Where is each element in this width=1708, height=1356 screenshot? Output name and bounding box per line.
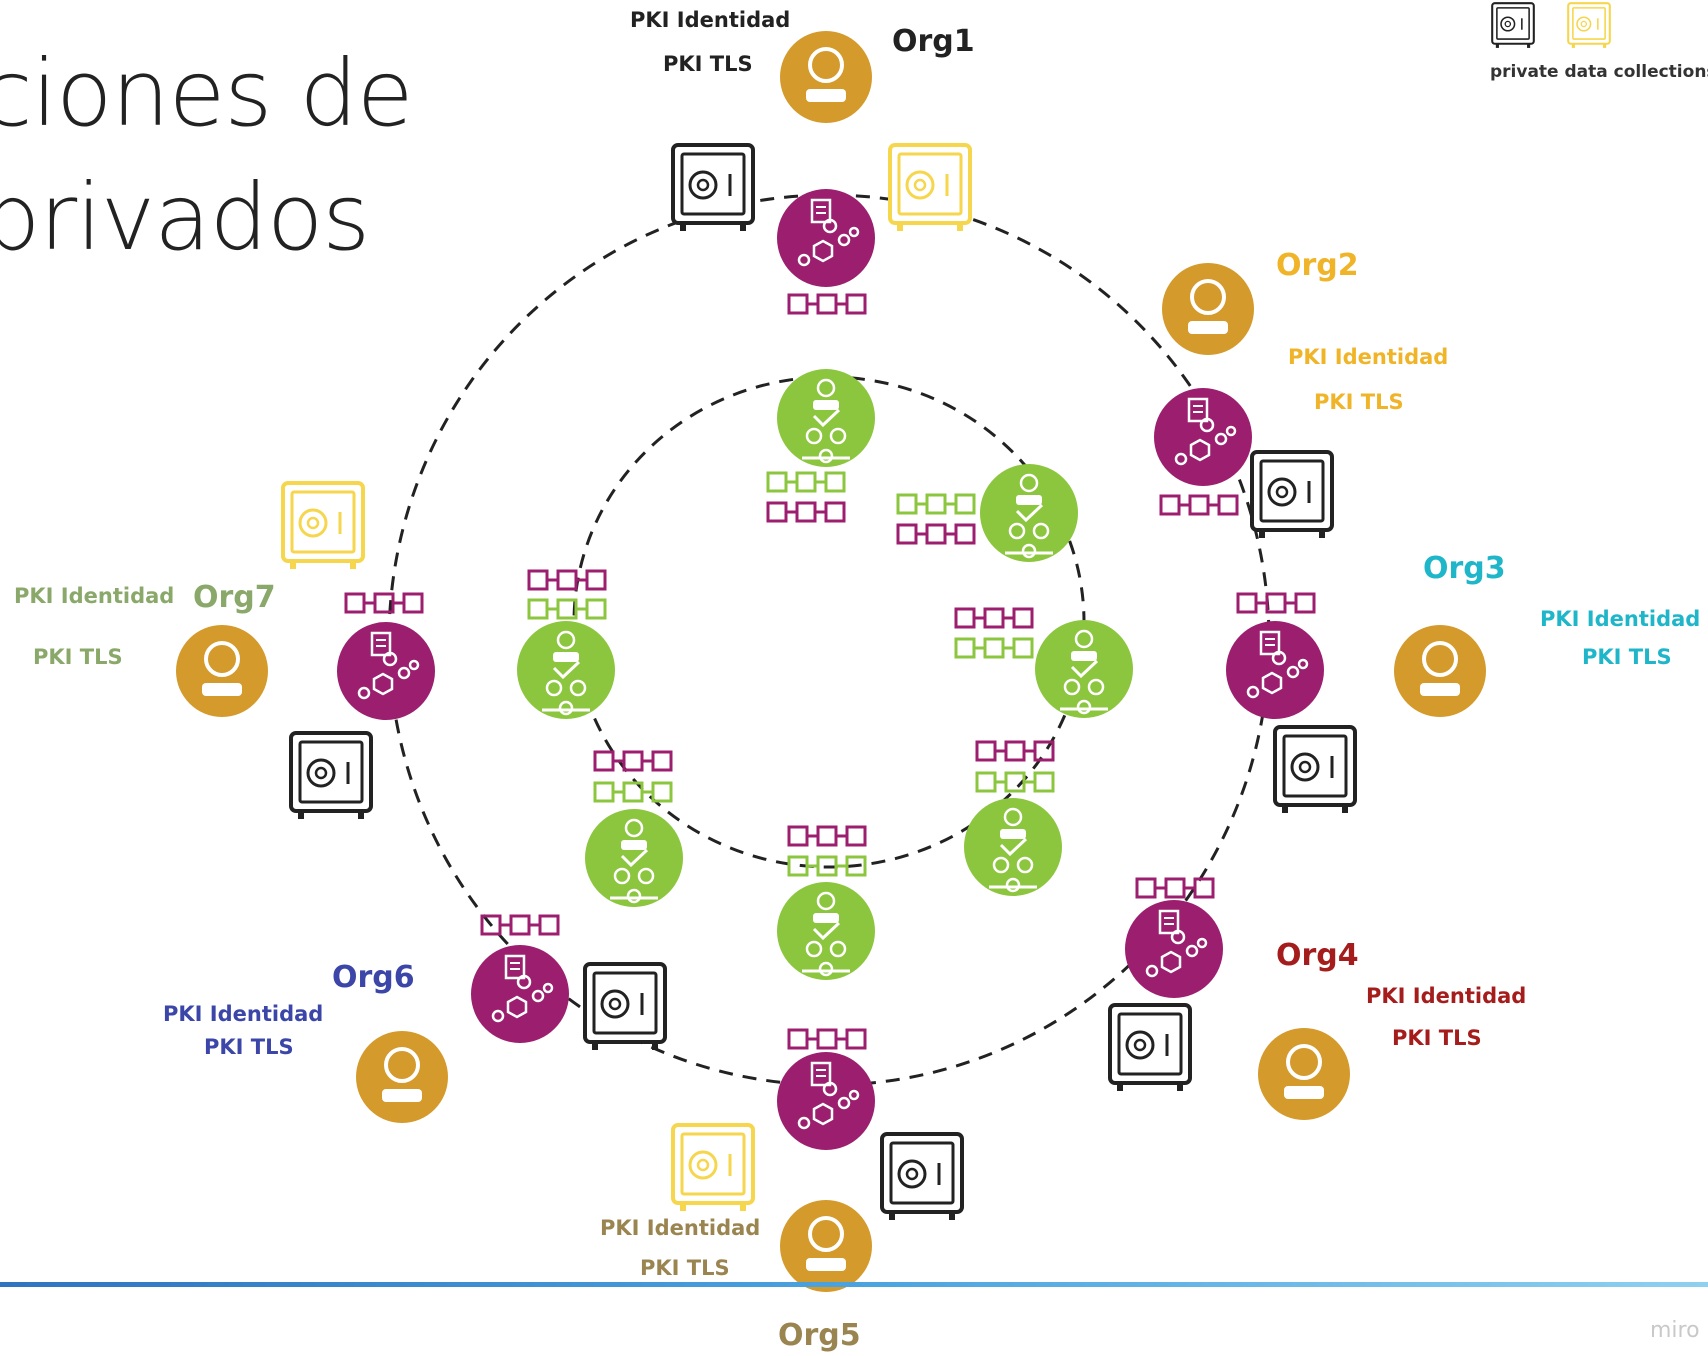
org2-pki-tls: PKI TLS (1314, 390, 1404, 414)
peer-node (775, 1050, 877, 1152)
peer-node (1123, 898, 1225, 1000)
org4-user-icon (1256, 1026, 1352, 1122)
legend-safe-black-icon (1490, 1, 1536, 50)
peer-node (469, 943, 571, 1045)
safe-icon (291, 733, 371, 819)
org2-user-icon (1160, 261, 1256, 357)
org5-pki-tls: PKI TLS (640, 1256, 730, 1280)
org4-pki-tls: PKI TLS (1392, 1026, 1482, 1050)
legend-label: private data collections (1490, 62, 1708, 82)
org6-pki-identity: PKI Identidad (163, 1002, 324, 1026)
safe-icon (283, 483, 363, 569)
org1-pki-identity: PKI Identidad (630, 8, 791, 32)
bottom-accent-bar (0, 1282, 1708, 1287)
org7-name: Org7 (193, 580, 276, 615)
safe-icon (1252, 452, 1332, 538)
org1-name: Org1 (892, 24, 975, 59)
safe-icon (1110, 1005, 1190, 1091)
legend-safe-icons (1490, 1, 1612, 50)
org7-user-icon (174, 623, 270, 719)
org7-pki-identity: PKI Identidad (14, 584, 175, 608)
org6-user-icon (354, 1029, 450, 1125)
org2-pki-identity: PKI Identidad (1288, 345, 1449, 369)
orderer-node (775, 367, 877, 469)
safe-icon (673, 145, 753, 231)
orderer-node (583, 807, 685, 909)
org4-pki-identity: PKI Identidad (1366, 984, 1527, 1008)
org3-pki-tls: PKI TLS (1582, 645, 1672, 669)
org5-name: Org5 (778, 1318, 861, 1353)
peer-node (775, 187, 877, 289)
orderer-nodes (515, 367, 1135, 982)
slide-title-line-2: privados (0, 164, 370, 271)
legend-safe-yellow-icon (1566, 1, 1612, 50)
safe-icon (890, 145, 970, 231)
org5-pki-identity: PKI Identidad (600, 1216, 761, 1240)
peer-node (1224, 619, 1326, 721)
org3-name: Org3 (1423, 551, 1506, 586)
orderer-node (775, 880, 877, 982)
org3-pki-identity: PKI Identidad (1540, 607, 1701, 631)
orderer-node (978, 462, 1080, 564)
org3-user-icon (1392, 623, 1488, 719)
org6-name: Org6 (332, 960, 415, 995)
slide-title-line-1: ciones de (0, 40, 414, 147)
orderer-node (515, 619, 617, 721)
safe-icon (585, 964, 665, 1050)
orderer-node (962, 796, 1064, 898)
org1-user-icon (778, 29, 874, 125)
org1-pki-tls: PKI TLS (663, 52, 753, 76)
safe-icon (1275, 727, 1355, 813)
peer-node (335, 620, 437, 722)
peer-node (1152, 386, 1254, 488)
org5-user-icon (778, 1198, 874, 1294)
org4-name: Org4 (1276, 938, 1359, 973)
safe-icon (673, 1125, 753, 1211)
org6-pki-tls: PKI TLS (204, 1035, 294, 1059)
safe-icon (882, 1134, 962, 1220)
org7-pki-tls: PKI TLS (33, 645, 123, 669)
org2-name: Org2 (1276, 248, 1359, 283)
miro-watermark: miro (1650, 1318, 1700, 1343)
orderer-node (1033, 618, 1135, 720)
